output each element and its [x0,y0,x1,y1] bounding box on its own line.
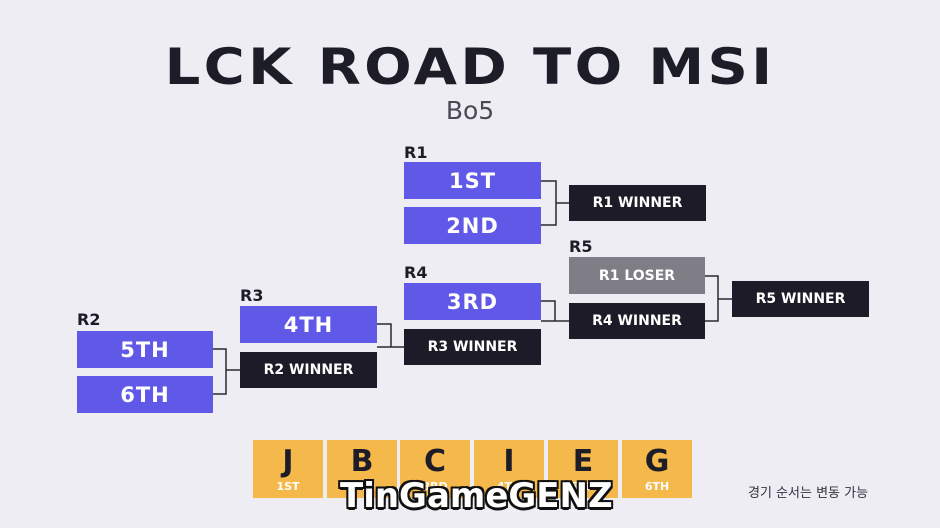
team-tile: E 5TH [548,440,618,498]
team-place: 4TH [496,480,522,493]
r4-connector [541,300,569,322]
team-tile: I 4TH [474,440,544,498]
r2-connector [213,348,240,395]
team-place: 3RD [422,480,448,493]
team-place: 1ST [276,480,300,493]
team-letter: I [503,444,515,479]
r5-winner-box: R5 WINNER [732,281,869,317]
round-label-r2: R2 [77,310,101,329]
r2-top-seed: 5TH [77,331,213,368]
team-letter: J [282,444,294,479]
r1-connector [541,180,569,226]
r2-bottom-seed: 6TH [77,376,213,413]
team-place: 2ND [349,480,375,493]
r3-top-seed: 4TH [240,306,377,343]
round-label-r3: R3 [240,286,264,305]
team-letter: C [423,444,447,479]
team-tile: B 2ND [327,440,397,498]
page-title: LCK ROAD TO MSI [164,38,776,96]
team-place: 6TH [644,480,670,493]
team-place: 5TH [570,480,596,493]
team-letter: G [644,444,670,479]
r3-connector [377,323,404,348]
team-tile: C 3RD [400,440,470,498]
schedule-note: 경기 순서는 변동 가능 [748,486,869,501]
r3-winner-box: R3 WINNER [404,329,541,365]
r4-winner-box: R4 WINNER [569,303,705,339]
page-subtitle: Bo5 [445,96,495,125]
round-label-r4: R4 [404,263,428,282]
r1-top-seed: 1ST [404,162,541,199]
r1-winner-box: R1 WINNER [569,185,706,221]
round-label-r1: R1 [404,143,428,162]
r4-top-seed: 3RD [404,283,541,320]
r1-loser-box: R1 LOSER [569,257,705,294]
watermark-logo: TinGameGENZ [340,476,613,516]
team-tile: J 1ST [253,440,323,498]
round-label-r5: R5 [569,237,593,256]
team-letter: B [350,444,374,479]
team-tile: G 6TH [622,440,692,498]
r2-winner-box: R2 WINNER [240,352,377,388]
r5-connector [705,275,732,322]
team-letter: E [572,444,594,479]
r1-bottom-seed: 2ND [404,207,541,244]
